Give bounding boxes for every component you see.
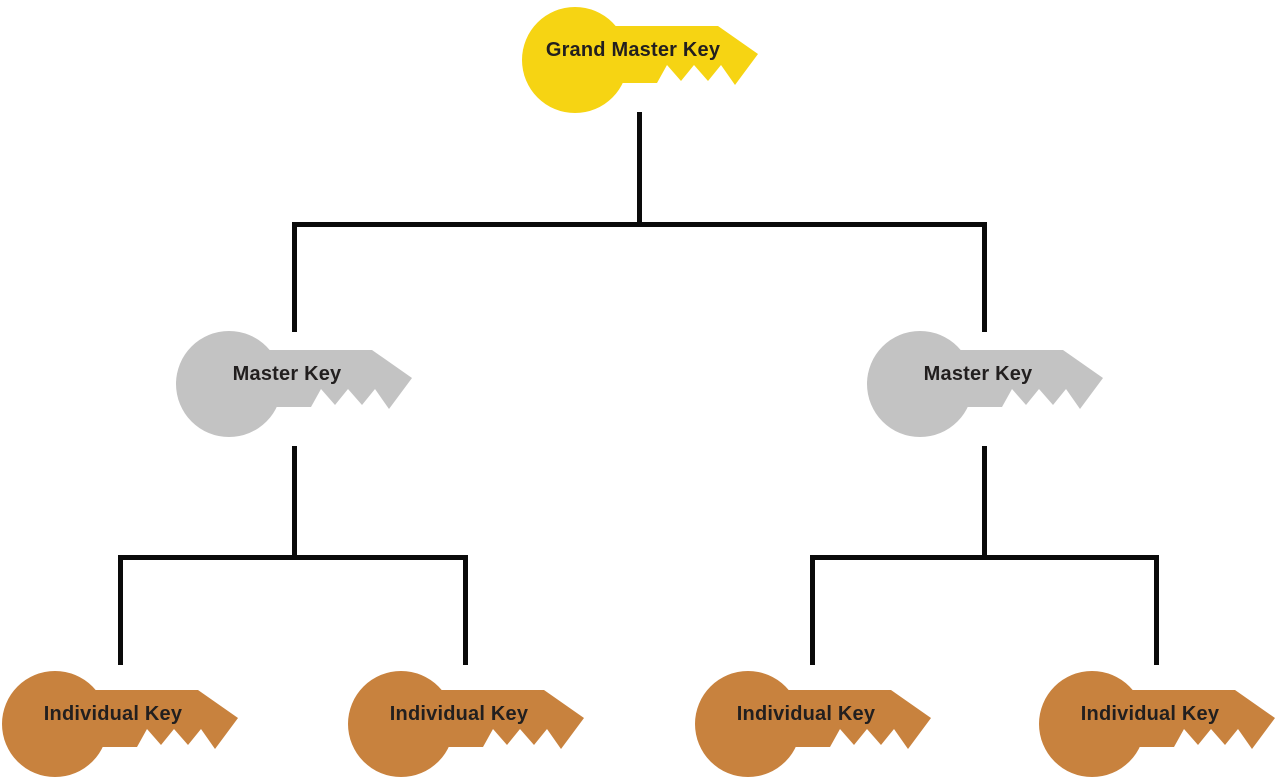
key-icon [695,671,931,777]
key-icon [522,7,758,113]
connector-individual-3-drop [810,555,815,665]
key-glyph [176,331,412,437]
individual-key-4-node: Individual Key [1039,670,1275,778]
key-glyph [2,671,238,777]
key-icon [176,331,412,437]
connector-individual-4-drop [1154,555,1159,665]
connector-individual-1-drop [118,555,123,665]
connector-root-stem [637,112,642,225]
individual-key-3-node: Individual Key [695,670,931,778]
key-glyph [522,7,758,113]
connector-top-horizontal [292,222,987,227]
connector-left-master-stem [292,446,297,560]
key-blade [55,690,238,749]
key-glyph [348,671,584,777]
key-blade [401,690,584,749]
key-blade [748,690,931,749]
connector-left-master-drop [292,222,297,332]
connector-right-sub-horizontal [810,555,1159,560]
connector-right-master-stem [982,446,987,560]
individual-key-1-node: Individual Key [2,670,238,778]
key-blade [1092,690,1275,749]
key-icon [2,671,238,777]
grand-master-key-node: Grand Master Key [522,6,758,114]
connector-right-master-drop [982,222,987,332]
key-blade [920,350,1103,409]
key-icon [867,331,1103,437]
key-blade [229,350,412,409]
connector-individual-2-drop [463,555,468,665]
individual-key-2-node: Individual Key [348,670,584,778]
key-blade [575,26,758,85]
key-glyph [867,331,1103,437]
key-glyph [1039,671,1275,777]
key-icon [1039,671,1275,777]
key-icon [348,671,584,777]
key-glyph [695,671,931,777]
master-key-right-node: Master Key [867,330,1103,438]
master-key-left-node: Master Key [176,330,412,438]
connector-left-sub-horizontal [118,555,468,560]
